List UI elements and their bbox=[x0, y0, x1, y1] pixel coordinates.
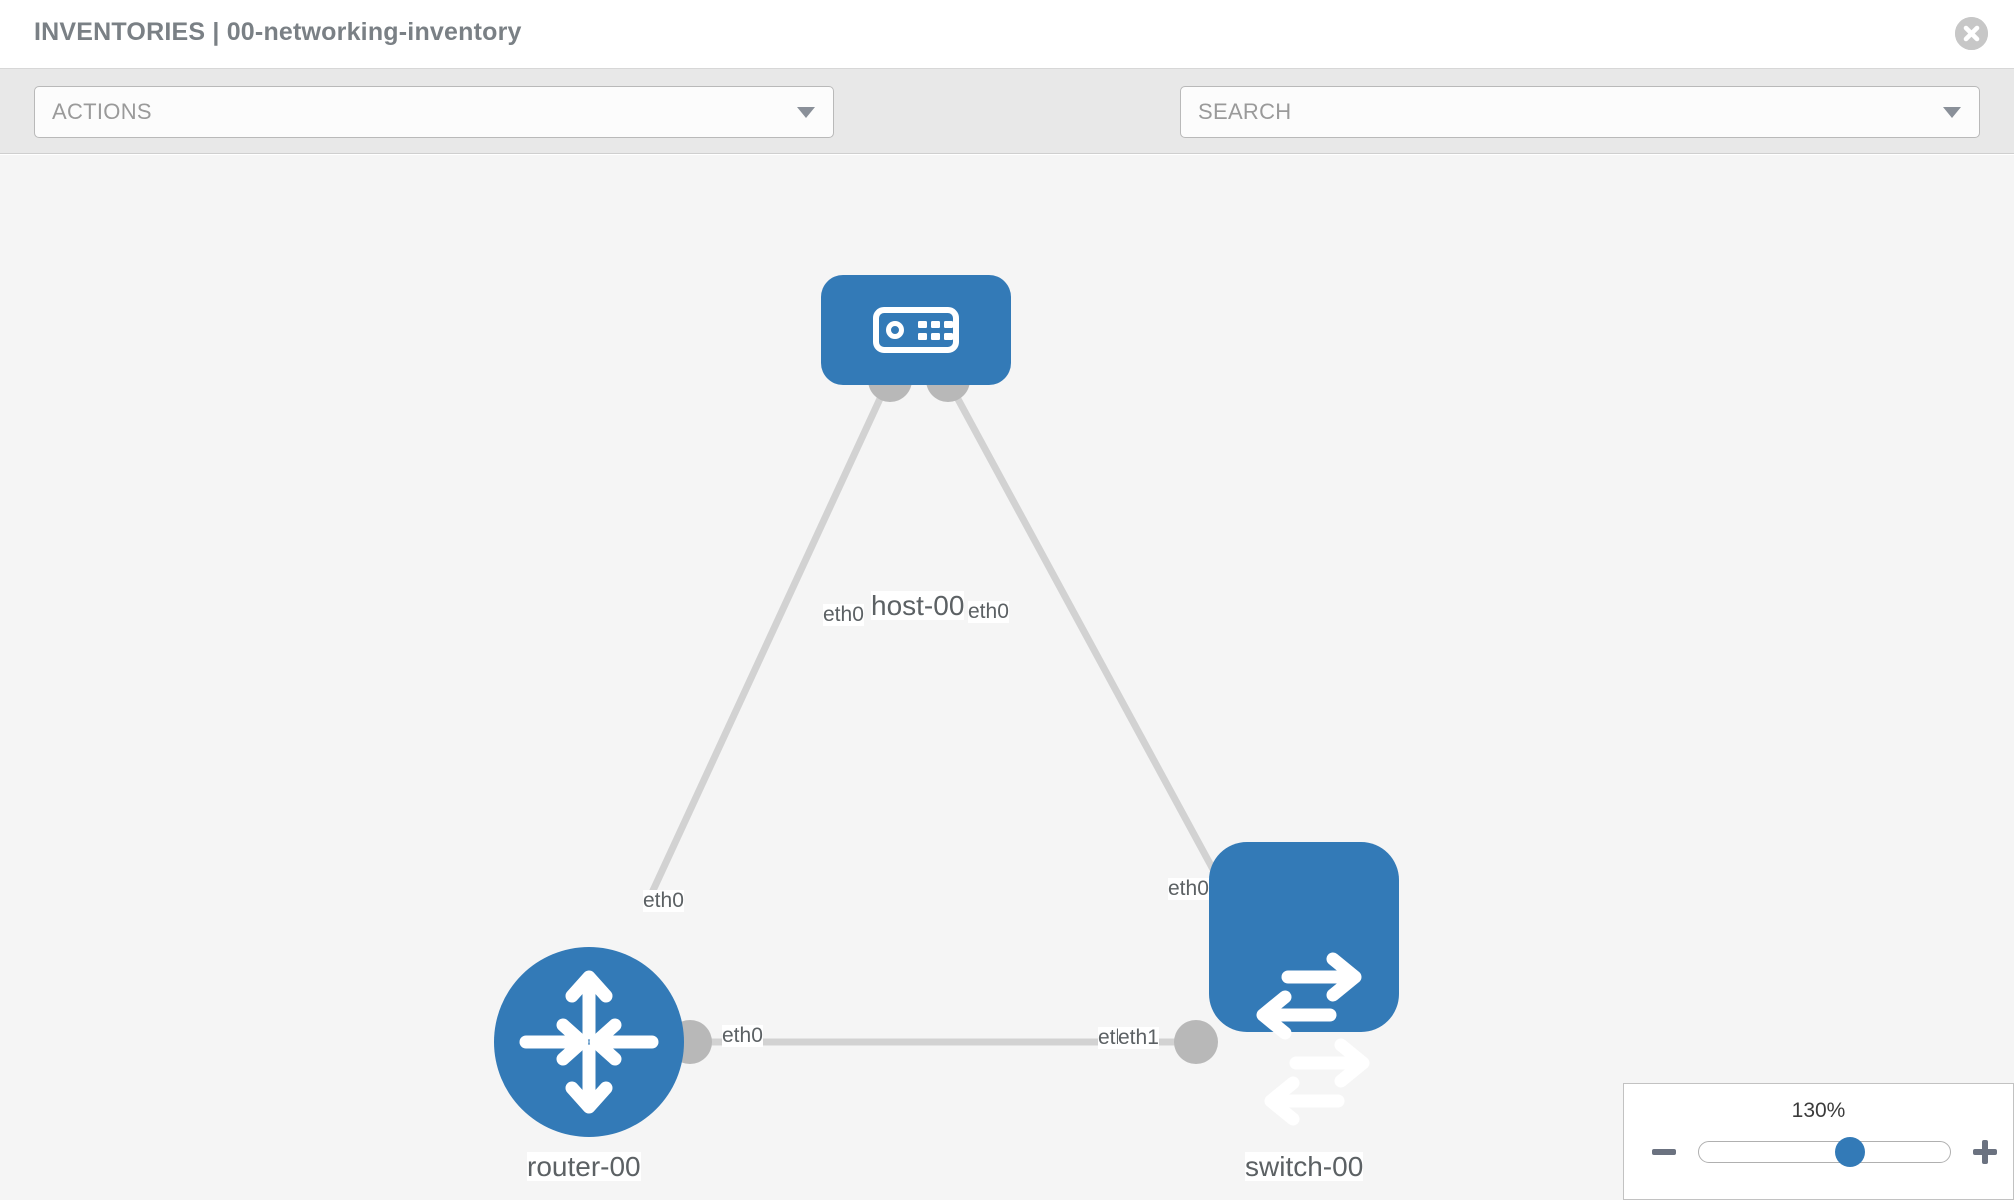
node-name-label-router-00: router-00 bbox=[527, 1151, 641, 1182]
interface-nubs bbox=[668, 358, 1254, 1064]
zoom-level-label: 130% bbox=[1791, 1099, 1846, 1122]
interface-label: eth0 bbox=[643, 889, 684, 913]
actions-dropdown-label: ACTIONS bbox=[52, 99, 152, 124]
interface-label: eth1 bbox=[1118, 1026, 1159, 1050]
search-placeholder-label: SEARCH bbox=[1198, 99, 1292, 124]
link-host00-switch00[interactable] bbox=[942, 375, 1232, 899]
topology-links bbox=[646, 375, 1232, 1046]
close-icon[interactable] bbox=[1955, 17, 1988, 50]
interface-label: eth0 bbox=[1168, 877, 1209, 901]
zoom-out-button[interactable] bbox=[1644, 1132, 1684, 1172]
node-router-00[interactable] bbox=[494, 947, 684, 1137]
node-switch-00[interactable] bbox=[1209, 842, 1399, 1126]
zoom-slider-thumb[interactable] bbox=[1834, 1137, 1865, 1167]
topology-graph bbox=[494, 275, 1399, 1137]
interface-label: eth0 bbox=[823, 603, 864, 627]
toolbar: ACTIONS SEARCH bbox=[0, 69, 2014, 198]
interface-label: eth0 bbox=[722, 1024, 763, 1048]
chevron-down-icon bbox=[797, 106, 815, 118]
node-name-label-host-00: host-00 bbox=[871, 590, 965, 621]
chevron-down-icon bbox=[1943, 106, 1961, 118]
nub-switch00-eth1[interactable] bbox=[1174, 1020, 1218, 1064]
interface-label: eth0 bbox=[968, 600, 1009, 624]
switch-icon bbox=[1256, 952, 1370, 1126]
zoom-in-button[interactable] bbox=[1965, 1132, 2005, 1172]
server-icon bbox=[873, 307, 959, 353]
node-host-00[interactable] bbox=[821, 275, 1011, 385]
search-input[interactable]: SEARCH bbox=[1180, 86, 1980, 138]
topology-canvas[interactable]: eth0 host-00 eth0 eth0 eth0 eth0 eth0 et… bbox=[0, 155, 2014, 1200]
node-name-label-switch-00: switch-00 bbox=[1245, 1151, 1364, 1182]
zoom-control-panel: 130% bbox=[1623, 1083, 2014, 1200]
page-header: INVENTORIES | 00-networking-inventory bbox=[0, 0, 2014, 69]
router-icon bbox=[519, 970, 659, 1114]
link-host00-router00[interactable] bbox=[646, 375, 894, 899]
page-title: INVENTORIES | 00-networking-inventory bbox=[34, 18, 522, 46]
zoom-slider[interactable] bbox=[1698, 1137, 1951, 1167]
actions-dropdown[interactable]: ACTIONS bbox=[34, 86, 834, 138]
